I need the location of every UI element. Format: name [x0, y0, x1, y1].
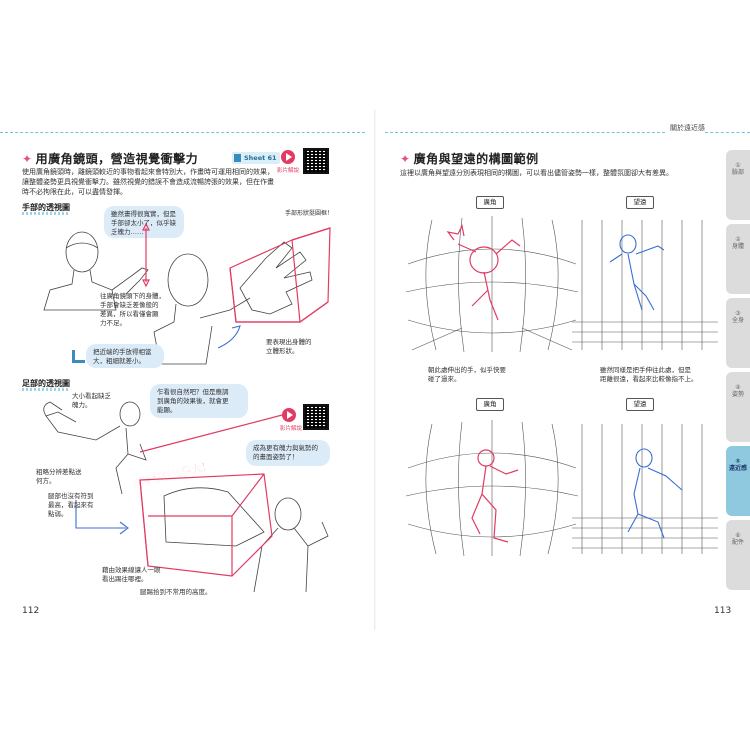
hand-bubble-note-2: 大，粗細就差小。	[93, 357, 145, 365]
hand-label-right: 手部形狀挺圓框！	[285, 210, 334, 217]
chapter-tab-6-num: ⑥	[735, 532, 741, 539]
chapter-tab-4-label: 姿勢	[731, 391, 744, 398]
hand-bubble-top: 雖然畫得很寬實，但是手部卻太小了，似乎缺乏魄力……	[104, 206, 184, 238]
foot-qr-code-icon	[303, 404, 329, 430]
right-page-number: 113	[714, 606, 732, 616]
panel-label-3: 廣角	[476, 398, 504, 411]
hand-note-lens: 往廣角鏡頭下的身體， 手部會缺乏差像般的 差異，所以看僅會顯 力不足。	[100, 292, 165, 328]
panel-caption-1-line-1: 朝此處伸出的手，似乎快要	[428, 366, 506, 374]
hand-note-lens-1: 往廣角鏡頭下的身體，	[100, 292, 165, 300]
sheet-badge: Sheet 61	[232, 152, 280, 164]
video-label: 影片解說	[277, 168, 300, 174]
right-page-title-text: 廣角與望遠的構圖範例	[413, 152, 539, 166]
foot-section-heading: 足部的透視圖	[22, 379, 70, 391]
panel-caption-1: 朝此處伸出的手，似乎快要 碰了過來。	[428, 366, 506, 384]
panel-label-2: 望遠	[626, 196, 654, 209]
panel-caption-2-line-1: 雖然同樣是把手伸往此處，但是	[600, 366, 691, 374]
right-page	[375, 110, 750, 630]
foot-bubble-right: 成為更有魄力與氣勢的 的畫面姿勢了！	[246, 440, 330, 466]
composition-bottom-illustration	[405, 420, 718, 557]
sparkle-icon: ✦	[22, 152, 33, 166]
chapter-tab-1-label: 臉部	[731, 169, 744, 176]
header-dashed-line-right	[385, 132, 665, 133]
foot-note-size-1: 大小看起缺乏	[72, 392, 111, 400]
sparkle-icon: ✦	[400, 152, 411, 166]
foot-perspective-illustration	[43, 401, 329, 593]
foot-note-leg-1: 腿部也沒有符到	[48, 492, 94, 500]
left-intro: 使用廣角鏡頭時，離鏡頭較近的事物看起來會特別大，作畫時可運用相同的效果， 讓整體…	[22, 167, 302, 197]
foot-note-leg-2: 最高，看起來有	[48, 501, 94, 509]
header-dashed-line-left	[0, 132, 365, 133]
panel-label-4: 望遠	[626, 398, 654, 411]
intro-line-3: 時不必拘限在此，可以盡情發揮。	[22, 188, 127, 196]
foot-note-leg: 腿部也沒有符到 最高，看起來有 點弱。	[48, 492, 94, 519]
hand-section-heading: 手部的透視圖	[22, 203, 70, 215]
chapter-tab-3-label: 全身	[731, 317, 744, 324]
header-dashed-line-end	[705, 132, 750, 133]
foot-note-unclear: 粗略分辨差點送 何方。	[36, 468, 82, 486]
qr-code-icon	[303, 148, 329, 174]
intro-line-1: 使用廣角鏡頭時，離鏡頭較近的事物看起來會特別大，作畫時可運用相同的效果，	[22, 168, 274, 176]
foot-note-effect: 藉由效果線讓人一眼 看出踢往哪裡。	[102, 566, 161, 584]
panel-caption-2: 雖然同樣是把手伸往此處，但是 距離很遠，看起來比較像指不上。	[600, 366, 698, 384]
foot-bubble-wide-1: 乍看很自然吧？但是應調	[157, 388, 229, 396]
chapter-tab-1-num: ①	[735, 162, 741, 169]
hand-note-lens-4: 力不足。	[100, 319, 126, 327]
left-page-number: 112	[22, 606, 40, 616]
panel-label-1: 廣角	[476, 196, 504, 209]
panel-caption-1-line-2: 碰了過來。	[428, 375, 461, 383]
foot-bubble-right-2: 的畫面姿勢了！	[253, 453, 299, 461]
foot-note-size: 大小看起缺乏 魄力。	[72, 392, 111, 410]
hand-bubble-arrow-icon	[72, 350, 85, 363]
foot-bubble-wide-3: 能顯。	[157, 406, 177, 414]
foot-note-effect-2: 看出踢往哪裡。	[102, 575, 148, 583]
foot-note-size-2: 魄力。	[72, 401, 92, 409]
foot-bubble-wide-2: 到廣角的效果後，就會更	[157, 397, 229, 405]
foot-note-effect-1: 藉由效果線讓人一眼	[102, 566, 161, 574]
chapter-tab-5-num: ⑤	[735, 458, 741, 465]
book-gutter	[374, 110, 376, 630]
composition-top-illustration	[405, 216, 718, 353]
panel-caption-2-line-2: 距離很遠，看起來比較像指不上。	[600, 375, 698, 383]
chapter-tag: 關於遠近感	[670, 124, 705, 132]
right-intro: 這裡以廣角與望遠分別表現相同的構圖，可以看出儘管姿勢一樣，整體氛圍卻大有差異。	[400, 169, 673, 177]
foot-note-height: 腿踢拾到不常用的高度。	[140, 588, 212, 596]
chapter-tab-6-label: 配件	[731, 539, 744, 546]
left-page-title: ✦用廣角鏡頭，營造視覺衝擊力	[22, 150, 198, 167]
foot-note-unclear-1: 粗略分辨差點送	[36, 468, 82, 476]
foot-video-play-icon[interactable]	[282, 408, 296, 422]
hand-note-form-2: 立體形狀。	[266, 347, 299, 355]
chapter-tab-3-num: ③	[735, 310, 741, 317]
left-page-title-text: 用廣角鏡頭，營造視覺衝擊力	[35, 152, 199, 166]
foot-note-unclear-2: 何方。	[36, 477, 56, 485]
foot-video-label: 影片解說	[280, 426, 303, 432]
chapter-tab-5-label: 遠近感	[728, 465, 747, 472]
video-play-icon[interactable]	[281, 150, 295, 164]
intro-line-2: 讓整體姿勢更具視覺衝擊力。雖然視覺的錯誤不會造成流暢誇張的效果，但在作畫	[22, 178, 274, 186]
chapter-tab-2-label: 身體	[731, 243, 744, 250]
hand-bubble-note: 把近端的手放得相當 大，粗細就差小。	[86, 344, 164, 368]
hand-note-form: 要表現出身體的 立體形狀。	[266, 338, 312, 356]
chapter-tab-4-num: ④	[735, 384, 741, 391]
foot-bubble-right-1: 成為更有魄力與氣勢的	[253, 444, 318, 452]
foot-bubble-wide: 乍看很自然吧？但是應調 到廣角的效果後，就會更 能顯。	[150, 384, 248, 418]
hand-note-form-1: 要表現出身體的	[266, 338, 312, 346]
hand-bubble-note-1: 把近端的手放得相當	[93, 348, 152, 356]
hand-note-lens-2: 手部會缺乏差像般的	[100, 301, 159, 309]
right-page-title: ✦廣角與望遠的構圖範例	[400, 150, 539, 167]
chapter-tab-2-num: ②	[735, 236, 741, 243]
foot-note-leg-3: 點弱。	[48, 510, 68, 518]
hand-note-lens-3: 差異，所以看僅會顯	[100, 310, 159, 318]
